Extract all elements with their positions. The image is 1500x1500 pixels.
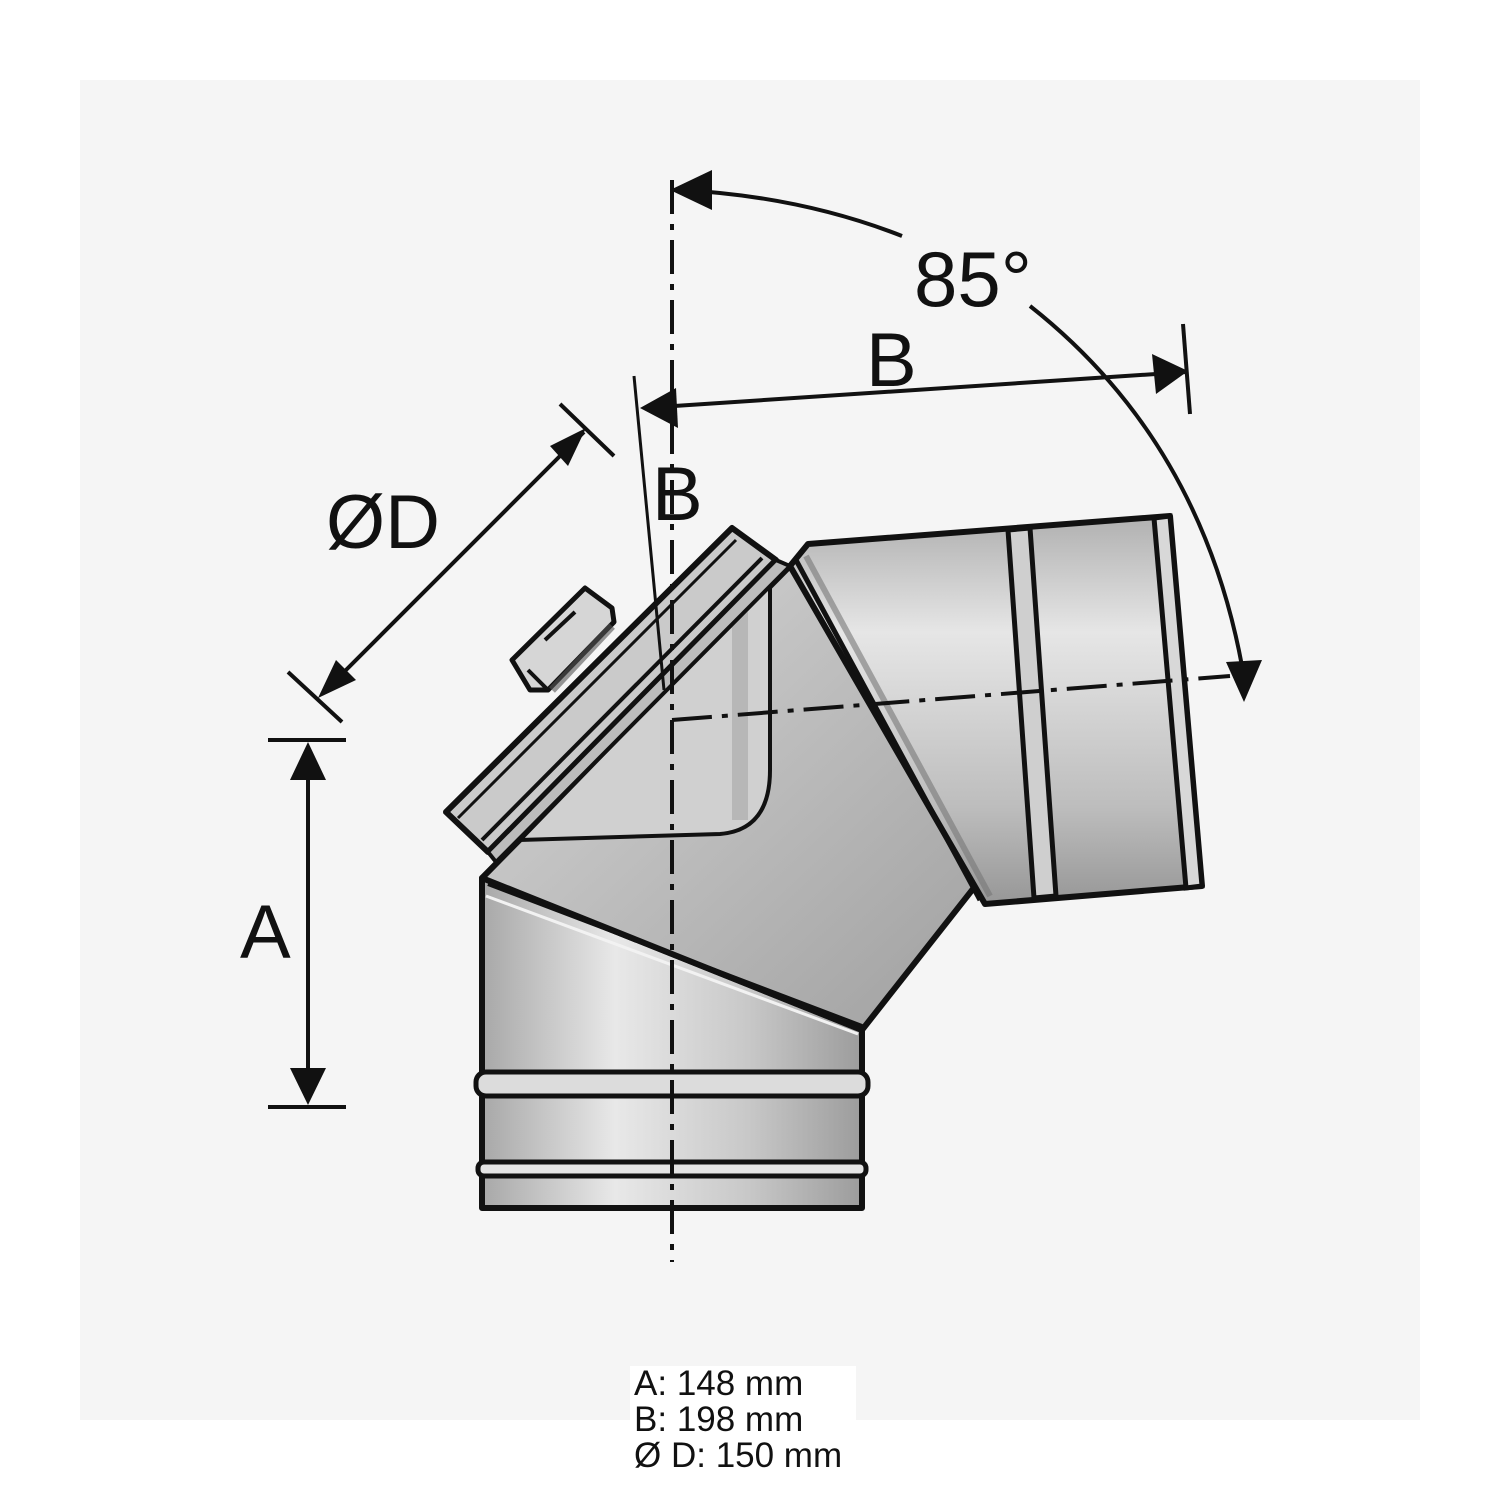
dimension-diameter: ØD bbox=[286, 402, 616, 724]
dimension-b-horizontal: B bbox=[632, 318, 1192, 691]
cleanout-door bbox=[443, 525, 794, 866]
angle-arrow-start-icon bbox=[670, 170, 712, 210]
legend-key: Ø D: bbox=[634, 1436, 706, 1475]
dimension-label-b-horizontal: B bbox=[866, 318, 917, 403]
legend-row-b: B: 198 mm bbox=[634, 1402, 842, 1438]
legend-key: A: bbox=[634, 1364, 668, 1403]
dimensions-legend: A: 148 mm B: 198 mm Ø D: 150 mm bbox=[630, 1366, 857, 1474]
legend-value: 148 mm bbox=[676, 1364, 804, 1403]
angle-label: 85° bbox=[914, 235, 1032, 323]
legend-row-d: Ø D: 150 mm bbox=[634, 1438, 842, 1474]
legend-row-a: A: 148 mm bbox=[634, 1366, 842, 1402]
hex-nut-icon bbox=[509, 585, 617, 693]
dimension-label-b-vertical: B bbox=[652, 452, 703, 537]
upper-pipe-segment bbox=[787, 513, 1205, 907]
legend-key: B: bbox=[634, 1400, 668, 1439]
legend-value: 198 mm bbox=[676, 1400, 804, 1439]
legend-value: 150 mm bbox=[715, 1436, 843, 1475]
angle-arrow-end-icon bbox=[1226, 660, 1262, 702]
dimension-label-a: A bbox=[240, 890, 291, 975]
dimension-a: A bbox=[240, 738, 346, 1109]
dimension-label-diameter: ØD bbox=[326, 480, 440, 565]
center-lines bbox=[670, 180, 1231, 1262]
